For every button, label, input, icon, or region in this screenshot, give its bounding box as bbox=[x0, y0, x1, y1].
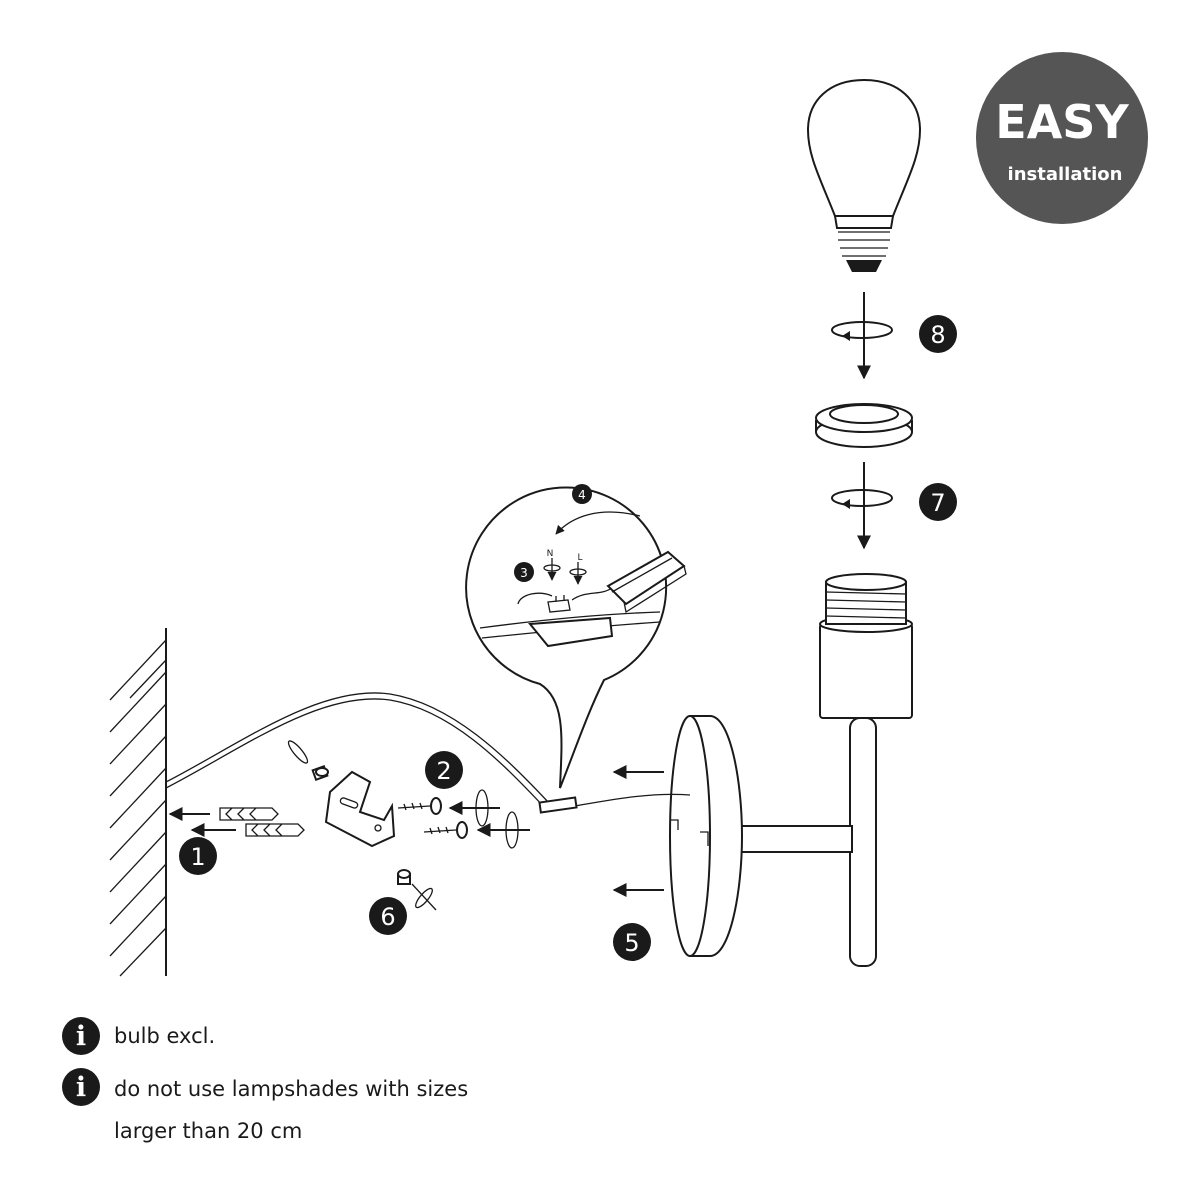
svg-text:5: 5 bbox=[624, 929, 639, 957]
svg-text:2: 2 bbox=[436, 757, 451, 785]
screw-top-icon bbox=[287, 740, 329, 782]
note-bulb-excluded: i bulb excl. bbox=[62, 1017, 215, 1055]
live-wire-label: L bbox=[577, 553, 582, 563]
info-icon: i bbox=[62, 1068, 100, 1106]
lamp-socket-icon bbox=[819, 573, 913, 719]
step-5-marker: 5 bbox=[613, 923, 651, 961]
wiring-detail-callout: N L bbox=[465, 486, 687, 789]
step-8-rotation-arrow bbox=[831, 292, 893, 380]
svg-text:8: 8 bbox=[930, 321, 945, 349]
note-line-1: do not use lampshades with sizes bbox=[114, 1077, 469, 1101]
wall-plate-icon bbox=[669, 715, 744, 957]
note-lampshade-size: i do not use lampshades with sizes large… bbox=[62, 1068, 468, 1152]
svg-text:4: 4 bbox=[578, 488, 586, 502]
svg-text:6: 6 bbox=[380, 903, 395, 931]
step-4-marker: 4 bbox=[572, 484, 592, 504]
locking-screw-icon bbox=[397, 869, 437, 911]
step-6-marker: 6 bbox=[369, 897, 407, 935]
note-text: bulb excl. bbox=[114, 1024, 216, 1048]
badge-subtitle: installation bbox=[1008, 164, 1123, 185]
step-1-marker: 1 bbox=[179, 837, 217, 875]
step-7-rotation-arrow bbox=[831, 462, 893, 550]
note-text: do not use lampshades with sizes larger … bbox=[114, 1068, 468, 1152]
step-3-marker: 3 bbox=[514, 562, 534, 582]
note-line-2: larger than 20 cm bbox=[114, 1119, 303, 1143]
neutral-wire-label: N bbox=[547, 549, 554, 559]
ring-nut-icon bbox=[815, 403, 913, 448]
badge-title: EASY bbox=[995, 95, 1129, 149]
wall-icon bbox=[109, 628, 167, 977]
svg-text:1: 1 bbox=[190, 843, 205, 871]
info-icon: i bbox=[62, 1017, 100, 1055]
step-7-marker: 7 bbox=[919, 483, 957, 521]
step-8-marker: 8 bbox=[919, 315, 957, 353]
mounting-screws-icon bbox=[397, 789, 530, 849]
mounting-bracket-icon bbox=[324, 770, 396, 848]
step-2-marker: 2 bbox=[425, 751, 463, 789]
wall-plugs-icon bbox=[168, 807, 305, 837]
lamp-arm-icon bbox=[739, 717, 877, 967]
easy-installation-badge: EASY installation bbox=[976, 52, 1148, 224]
step-5-push-arrows bbox=[612, 765, 664, 897]
svg-text:3: 3 bbox=[520, 566, 528, 580]
svg-text:7: 7 bbox=[930, 489, 945, 517]
light-bulb-icon bbox=[806, 78, 922, 272]
mains-cable-icon bbox=[165, 692, 691, 814]
